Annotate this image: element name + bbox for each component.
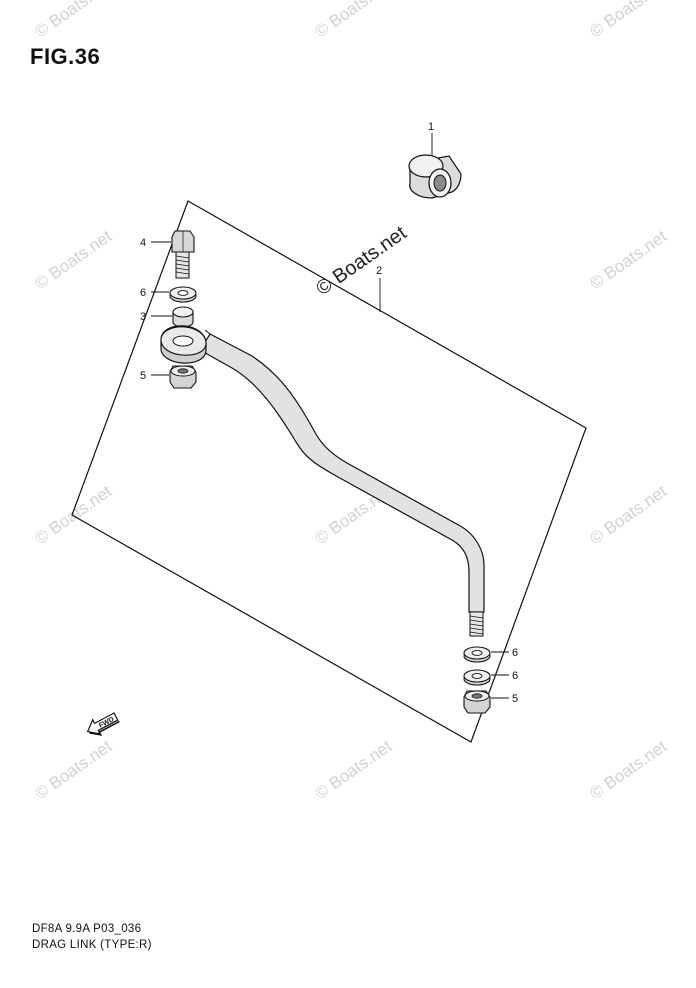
callout-6: 6 [140,287,146,299]
part-nut [463,690,491,714]
part-washer [463,669,491,686]
callout-6: 6 [512,647,518,659]
watermark: © Boats.net [586,0,670,41]
assembly-outline [71,200,587,743]
callout-4: 4 [140,237,146,249]
part-washer [169,286,197,303]
watermark-layer: © Boats.net © Boats.net © Boats.net © Bo… [31,0,670,803]
watermark-center: © Boats.net [312,222,411,300]
watermark: © Boats.net [311,0,395,41]
callout-5: 5 [512,693,518,705]
watermark: © Boats.net [31,481,115,548]
callout-3: 3 [140,311,146,323]
figure-title: FIG.36 [30,44,101,69]
fwd-arrow-icon: FWD [86,712,120,736]
part-nut [169,365,197,389]
figure-code: DF8A 9.9A P03_036 [32,923,142,935]
watermark: © Boats.net [31,226,115,293]
watermark: © Boats.net [31,0,115,41]
part-sleeve [408,154,462,199]
watermark: © Boats.net [586,736,670,803]
part-bolt [171,230,195,279]
watermark: © Boats.net [311,736,395,803]
part-washer [463,646,491,663]
callout-2: 2 [376,265,382,277]
watermark: © Boats.net [31,736,115,803]
callout-5: 5 [140,370,146,382]
watermark: © Boats.net [586,226,670,293]
part-bushing [172,306,194,328]
part-drag-link [160,325,485,637]
callout-1: 1 [428,121,434,133]
callout-6: 6 [512,670,518,682]
watermark: © Boats.net [586,481,670,548]
figure-name: DRAG LINK (TYPE:R) [32,939,152,951]
